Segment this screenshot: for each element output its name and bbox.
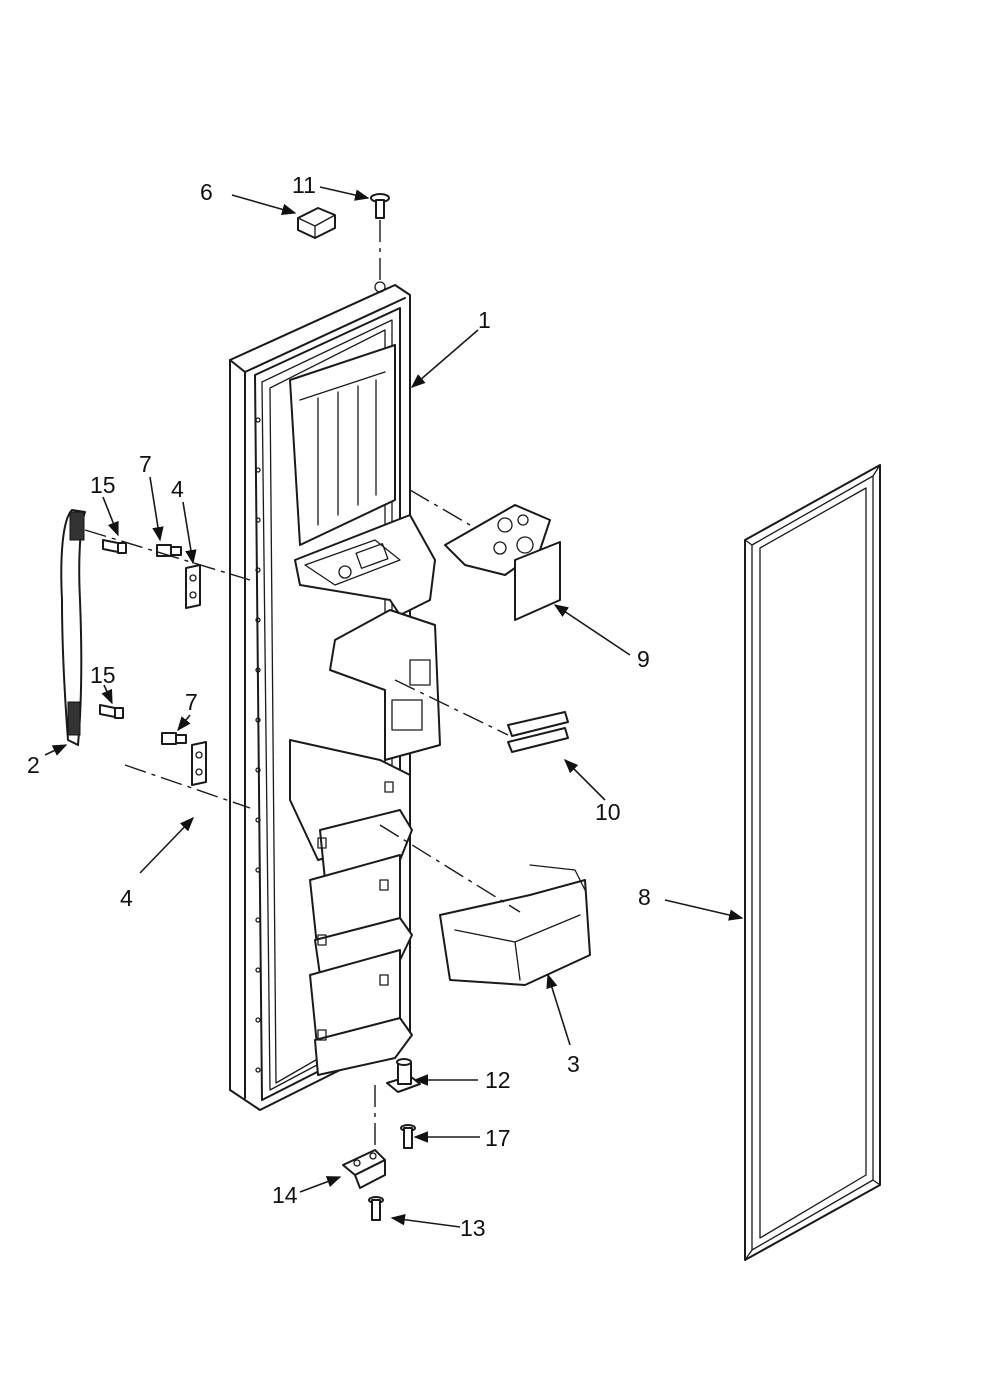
callout-13: 13 (460, 1215, 486, 1241)
part-4-bracket-upper (185, 564, 201, 609)
freezer-door (229, 281, 441, 1111)
callout-6: 6 (200, 179, 213, 205)
part-12-hinge-pin (386, 1058, 421, 1093)
callout-9: 9 (637, 646, 650, 672)
callout-8: 8 (638, 884, 651, 910)
callout-4-lower: 4 (120, 885, 133, 911)
callout-10: 10 (595, 799, 621, 825)
part-13-screw (368, 1196, 384, 1221)
part-15-screw-lower (99, 704, 124, 719)
part-7-stud-lower (161, 732, 187, 745)
part-9-bracket (409, 489, 561, 621)
callout-14: 14 (272, 1182, 298, 1208)
callout-7-upper: 7 (139, 451, 152, 477)
callout-12: 12 (485, 1067, 511, 1093)
part-11-screw (370, 193, 390, 283)
part-17-screw (400, 1124, 416, 1149)
handle (60, 509, 86, 746)
callout-11: 11 (292, 172, 316, 198)
callout-1: 1 (478, 307, 491, 333)
callout-17: 17 (485, 1125, 511, 1151)
part-8-gasket (744, 464, 881, 1261)
leader-lines (44, 186, 744, 1228)
callout-2: 2 (27, 752, 40, 778)
part-14-hinge (342, 1085, 386, 1189)
part-4-bracket-lower (191, 741, 207, 786)
callout-15-lower: 15 (90, 662, 116, 688)
callout-7-lower: 7 (185, 689, 198, 715)
part-10-rails (394, 679, 569, 753)
part-15-screw-upper (102, 539, 127, 554)
callout-4-upper: 4 (171, 476, 184, 502)
callout-labels: 6 11 1 7 15 4 15 7 2 4 9 10 8 3 12 17 14… (27, 172, 651, 1241)
callout-3: 3 (567, 1051, 580, 1077)
part-7-stud-upper (156, 544, 182, 557)
callout-15-upper: 15 (90, 472, 116, 498)
part-6-clip (297, 207, 336, 239)
part-3-door-bin (379, 824, 591, 986)
